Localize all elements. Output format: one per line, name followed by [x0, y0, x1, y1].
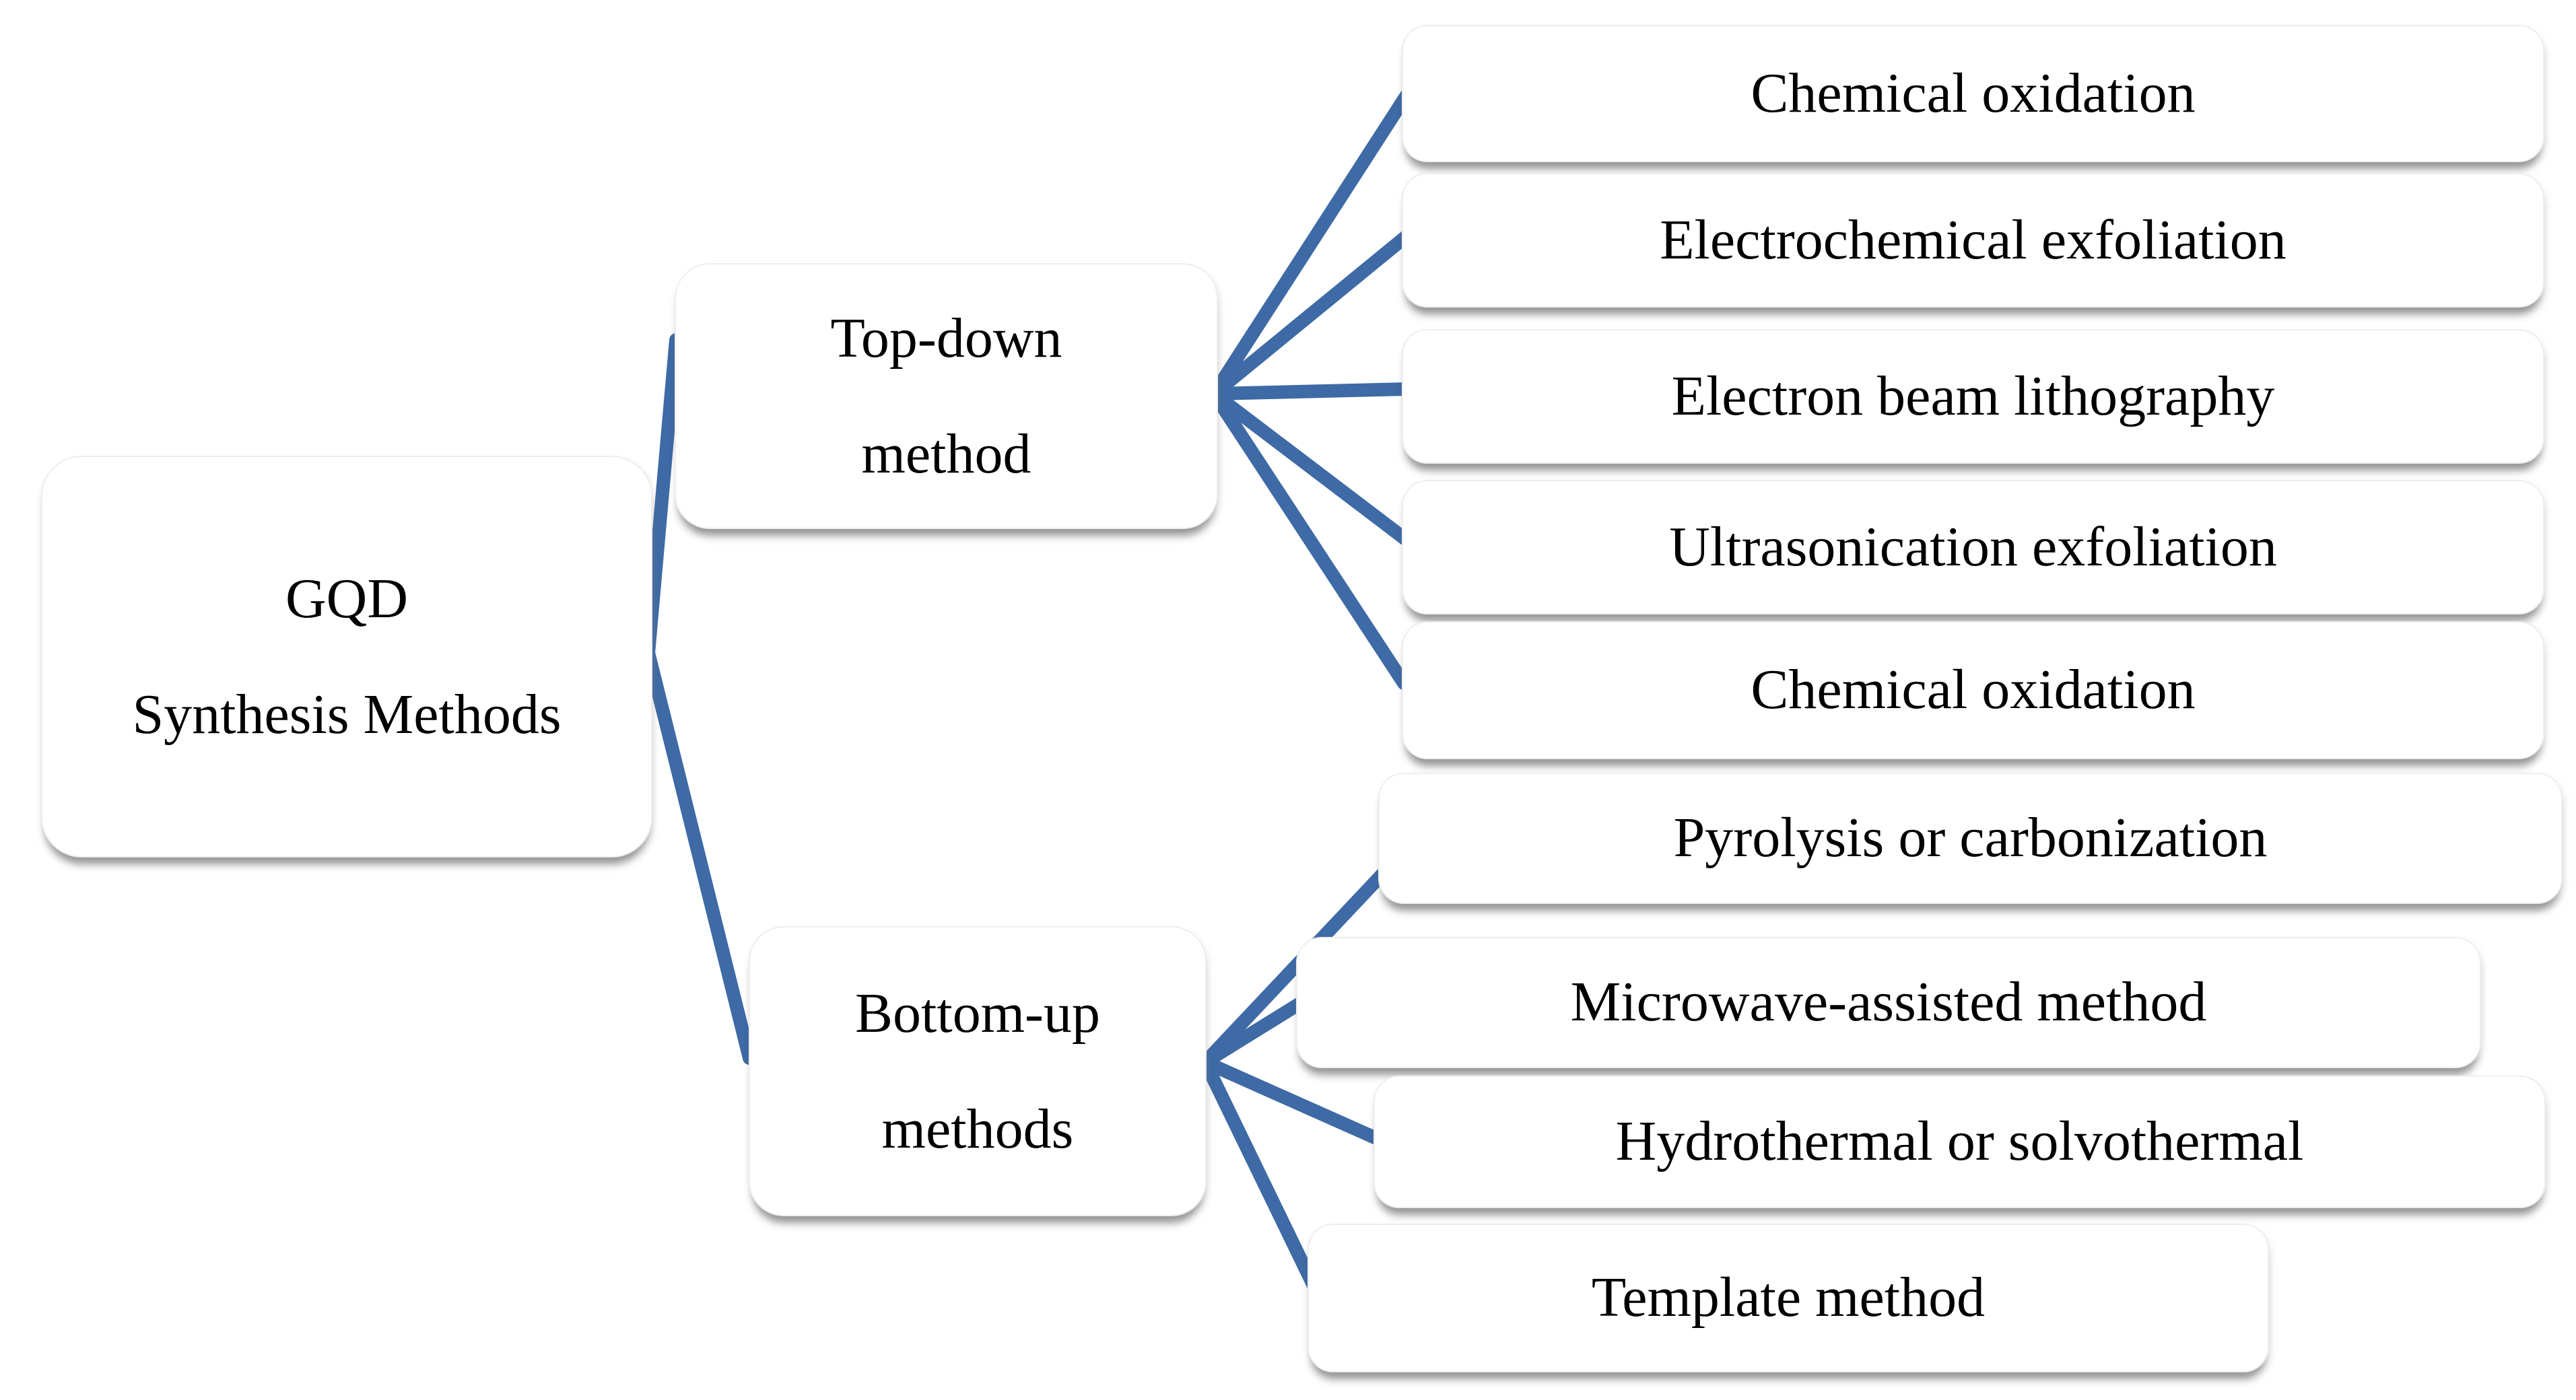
connector-topdown-ultrasonication-exfoliation — [1207, 387, 1411, 545]
connector-bottomup-hydrothermal — [1198, 1055, 1384, 1146]
branch-label-line1: Top-down — [830, 306, 1062, 370]
node-leaf-pyrolysis-or-carbonization: Pyrolysis or carbonization — [1378, 773, 2563, 904]
node-root-gqd-synthesis-methods: GQD Synthesis Methods — [41, 456, 652, 858]
connector-root-top-down — [642, 333, 683, 660]
branch-label-line2: method — [861, 422, 1031, 485]
connector-root-bottom-up — [642, 646, 756, 1065]
connector-topdown-electrochemical-exfoliation — [1207, 229, 1414, 400]
node-leaf-template-method: Template method — [1308, 1224, 2269, 1372]
connector-bottomup-template — [1198, 1055, 1320, 1291]
root-label-line2: Synthesis Methods — [132, 682, 562, 746]
connector-bottomup-pyrolysis — [1198, 868, 1388, 1069]
node-leaf-chemical-oxidation-1: Chemical oxidation — [1402, 25, 2544, 162]
connector-topdown-chemical-oxidation-1 — [1207, 88, 1414, 400]
node-leaf-hydrothermal-or-solvothermal: Hydrothermal or solvothermal — [1374, 1076, 2546, 1208]
node-leaf-chemical-oxidation-2: Chemical oxidation — [1402, 621, 2544, 759]
node-branch-bottom-up-methods: Bottom-up methods — [749, 926, 1207, 1216]
connector-topdown-electron-beam-lithography — [1207, 382, 1413, 400]
node-leaf-microwave-assisted-method: Microwave-assisted method — [1296, 937, 2481, 1068]
connector-topdown-chemical-oxidation-2 — [1207, 387, 1411, 690]
node-leaf-electron-beam-lithography: Electron beam lithography — [1402, 329, 2544, 464]
root-label-line1: GQD — [285, 567, 408, 630]
branch-label-line1: Bottom-up — [854, 981, 1100, 1045]
branch-label-line2: methods — [881, 1097, 1074, 1160]
connector-bottomup-microwave — [1198, 996, 1308, 1069]
node-leaf-electrochemical-exfoliation: Electrochemical exfoliation — [1402, 173, 2544, 308]
node-leaf-ultrasonication-exfoliation: Ultrasonication exfoliation — [1402, 480, 2544, 615]
node-branch-top-down-method: Top-down method — [675, 263, 1218, 529]
